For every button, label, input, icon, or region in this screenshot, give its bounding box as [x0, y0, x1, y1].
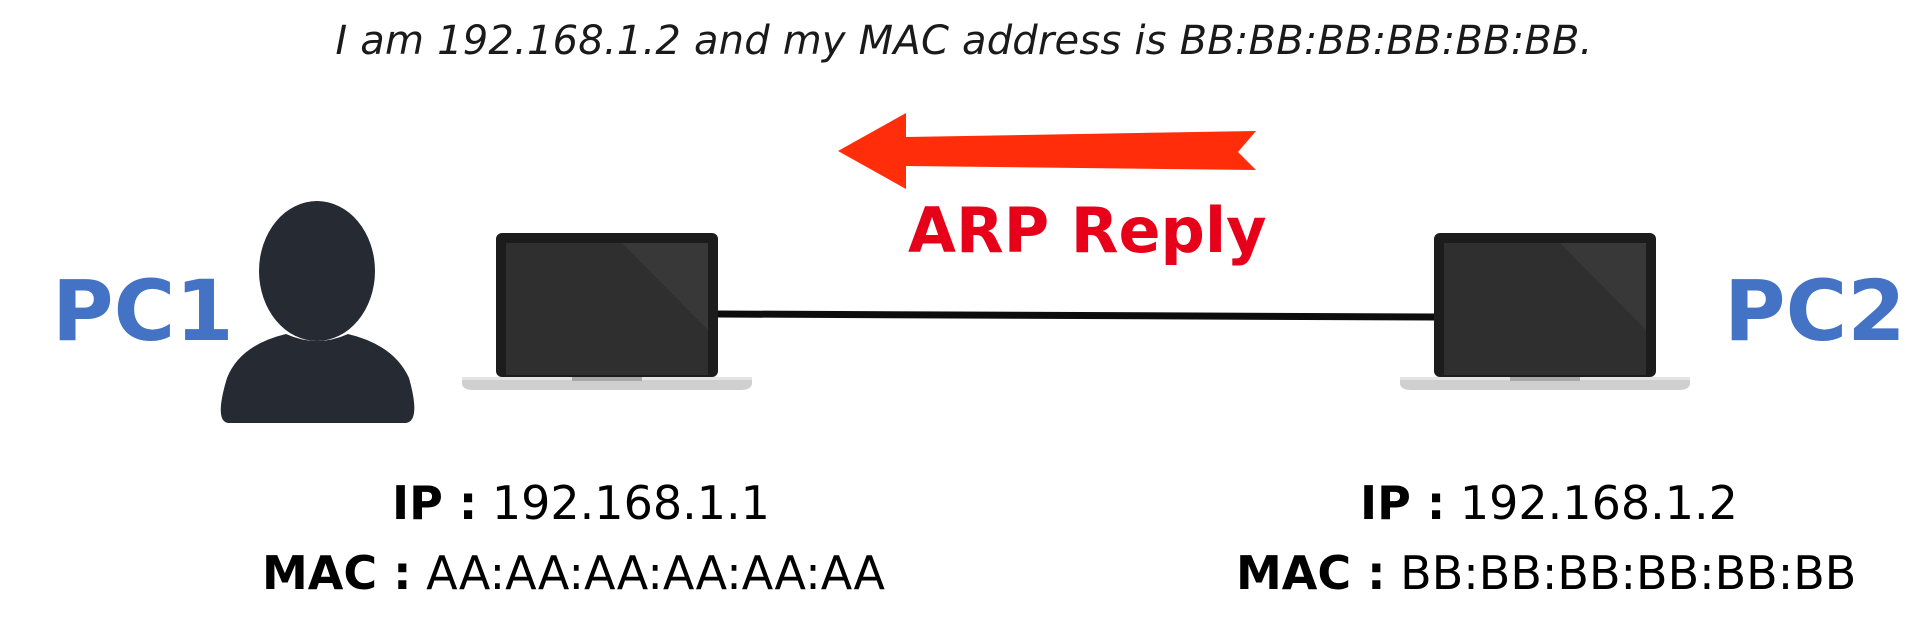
pc1-mac-value: AA:AA:AA:AA:AA:AA	[426, 546, 885, 600]
pc2-ip-key: IP :	[1360, 476, 1446, 530]
pc1-label: PC1	[52, 262, 234, 360]
user-icon	[220, 201, 415, 423]
pc1-ip-value: 192.168.1.1	[491, 476, 770, 530]
pc1-ip-key: IP :	[392, 476, 478, 530]
pc1-address-info: IP : 192.168.1.1 MAC : AA:AA:AA:AA:AA:AA	[262, 468, 885, 608]
pc2-address-info: IP : 192.168.1.2 MAC : BB:BB:BB:BB:BB:BB	[1236, 468, 1856, 608]
pc2-laptop-icon	[1400, 233, 1690, 390]
pc2-mac-key: MAC :	[1236, 546, 1386, 600]
pc2-ip-line: IP : 192.168.1.2	[1236, 468, 1856, 538]
pc2-mac-value: BB:BB:BB:BB:BB:BB	[1400, 546, 1857, 600]
pc1-ip-line: IP : 192.168.1.1	[262, 468, 885, 538]
pc1-laptop-icon	[462, 233, 752, 390]
pc2-mac-line: MAC : BB:BB:BB:BB:BB:BB	[1236, 538, 1856, 608]
arp-reply-label: ARP Reply	[908, 194, 1267, 267]
arp-reply-arrow-icon	[838, 113, 1256, 189]
pc1-mac-line: MAC : AA:AA:AA:AA:AA:AA	[262, 538, 885, 608]
network-cable	[717, 310, 1435, 321]
pc2-ip-value: 192.168.1.2	[1459, 476, 1738, 530]
reply-caption: I am 192.168.1.2 and my MAC address is B…	[335, 18, 1593, 64]
pc1-mac-key: MAC :	[262, 546, 412, 600]
pc2-label: PC2	[1724, 262, 1906, 360]
